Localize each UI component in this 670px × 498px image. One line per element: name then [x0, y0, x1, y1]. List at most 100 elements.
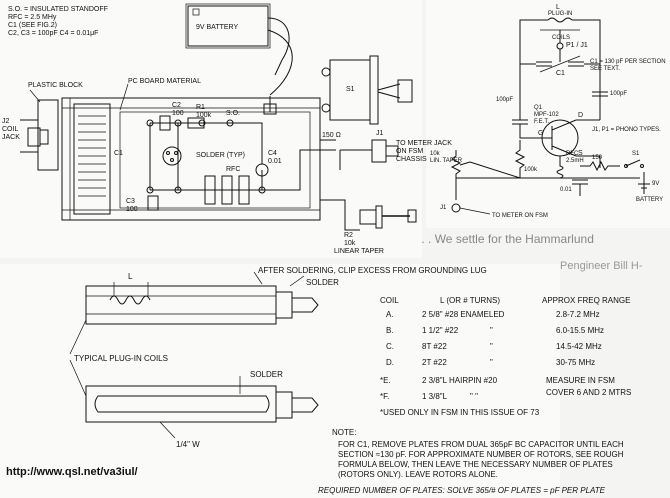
cap001-label: 0.01	[560, 187, 572, 193]
meter-jack-label-2: ON FSM	[396, 148, 424, 155]
rfc-label: RFC	[226, 166, 241, 173]
fet-q1	[162, 146, 182, 166]
row-b-freq: 6.0-15.5 MHz	[556, 326, 605, 335]
pot-label-1: 10k	[430, 151, 440, 157]
p1j1-label: P1 / J1	[566, 42, 588, 49]
row-e-coil: *E.	[380, 376, 391, 385]
table-header-turns: L (OR # TURNS)	[440, 296, 501, 305]
dim-l-label: L	[128, 272, 133, 281]
quarter-width-label: 1/4" W	[176, 440, 200, 449]
battery-body	[187, 5, 269, 47]
q1-label-3: F.E.T.	[534, 119, 550, 125]
r100k-label: 100k	[524, 167, 538, 173]
meter-jack-label-3: CHASSIS	[396, 156, 427, 163]
row-f-ditto: " "	[470, 392, 478, 401]
q1-label-1: Q1	[534, 105, 543, 111]
note-line-3: FORMULA BELOW, THEN LEAVE THE NECESSARY …	[338, 460, 613, 469]
plastic-block-label: PLASTIC BLOCK	[28, 82, 83, 89]
q1-label-2: MPF-102	[534, 112, 559, 118]
row-a-turns: 2 5/8" #28 ENAMELED	[422, 310, 505, 319]
solder-typ-label: SOLDER (TYP)	[196, 152, 246, 159]
note-line-2: SECTION ≈130 pF. FOR APPROXIMATE NUMBER …	[338, 450, 624, 459]
coil-jack	[27, 127, 41, 147]
capacitor-c3	[147, 195, 159, 211]
coil-jack-label-3: JACK	[2, 134, 20, 141]
row-c-coil: C.	[386, 342, 394, 351]
row-f-turns: 1 3/8"L	[422, 392, 448, 401]
c1-label: C1	[114, 150, 123, 157]
pc-board-label: PC BOARD MATERIAL	[128, 78, 201, 85]
standoff-label: S.O.	[226, 110, 241, 117]
r2-label-1: R2	[344, 232, 353, 239]
c4-label-1: C4	[268, 150, 277, 157]
rfc-sch-label-2: 2.5mH	[566, 158, 584, 164]
typical-coils-label: TYPICAL PLUG-IN COILS	[74, 354, 168, 363]
battery-sch-label-1: 9V	[652, 181, 660, 187]
row-e-turns: 2 3/8"L HAIRPIN #20	[422, 376, 498, 385]
row-f-freq: COVER 6 AND 2 MTRS	[546, 388, 632, 397]
row-d-turns: 2T #22	[422, 358, 447, 367]
row-c-turns: 8T #22	[422, 342, 447, 351]
source-url[interactable]: http://www.qsl.net/va3iul/	[6, 466, 138, 478]
solder-label-1: SOLDER	[306, 278, 339, 287]
note-line-4: (ROTORS ONLY). LEAVE ROTORS ALONE.	[338, 470, 498, 479]
c2-label-2: 100	[172, 110, 184, 117]
rfc-sch-label-1: RFC	[566, 151, 579, 157]
legend-line-3: C1 (SEE FIG.2)	[8, 22, 58, 29]
plastic-block	[37, 99, 59, 171]
plugin-label-1: PLUG-IN	[548, 11, 573, 17]
row-d-freq: 30-75 MHz	[556, 358, 596, 367]
potentiometer-r2	[359, 209, 377, 225]
j1-label: J1	[376, 130, 384, 137]
cap-left-label: 100pF	[496, 97, 514, 103]
rfc-coil	[195, 175, 262, 205]
s1-label: S1	[346, 86, 355, 93]
formula-line: REQUIRED NUMBER OF PLATES: SOLVE 365/# O…	[318, 486, 605, 495]
coil-jack-label-2: COIL	[2, 126, 19, 133]
gate-label: G	[538, 130, 544, 137]
pc-board	[119, 111, 311, 209]
c3-label-1: C3	[126, 198, 135, 205]
r2-label-2: 10k	[344, 240, 356, 247]
plugin-label-2: COILS	[552, 35, 571, 41]
c4-label-2: 0.01	[268, 158, 282, 165]
jack-j1	[371, 139, 387, 163]
drain-label: D	[578, 112, 584, 119]
r1-label-1: R1	[196, 104, 205, 111]
battery-sch-label-2: BATTERY	[636, 197, 664, 203]
c3-label-2: 100	[126, 206, 138, 213]
coil-l-label: L	[556, 4, 560, 11]
j1-sch-label: J1	[440, 205, 447, 211]
c2-label-1: C2	[172, 102, 181, 109]
coil-drawing-b	[85, 376, 319, 439]
legend-line-2: RFC = 2.5 MHy	[8, 14, 57, 21]
r1-label-2: 100k	[196, 112, 212, 119]
row-a-freq: 2.8-7.2 MHz	[556, 310, 600, 319]
meter-sch-label: TO METER ON FSM	[492, 213, 548, 219]
meter-jack-label-1: TO METER JACK	[396, 140, 452, 147]
coil-jack-label-1: J2	[2, 118, 10, 125]
chassis-outline	[61, 97, 321, 221]
pot-label-2: LIN. TAPER	[430, 158, 463, 164]
row-b-turns: 1 1/2" #22	[422, 326, 459, 335]
row-b-coil: B.	[386, 326, 394, 335]
source-label: S	[578, 150, 583, 157]
battery-label: 9V BATTERY	[196, 24, 239, 31]
schematic-panel	[426, 0, 670, 228]
note-line-1: FOR C1, REMOVE PLATES FROM DUAL 365pF BC…	[338, 440, 624, 449]
variable-capacitor-c1	[73, 103, 111, 215]
phono-label: J1, P1 = PHONO TYPES.	[592, 127, 661, 133]
row-e-freq: MEASURE IN FSM	[546, 376, 615, 385]
coil-panel	[0, 264, 560, 498]
row-d-ditto: "	[490, 358, 493, 367]
s1-sch-label: S1	[632, 151, 640, 157]
r150-label: 150 Ω	[322, 132, 341, 139]
background-text-2: Pengineer Bill H-	[560, 260, 643, 272]
row-a-coil: A.	[386, 310, 394, 319]
table-footnote: *USED ONLY IN FSM IN THIS ISSUE OF 73	[380, 408, 540, 417]
legend-line-4: C2, C3 = 100pF C4 = 0.01μF	[8, 30, 99, 37]
r2-label-3: LINEAR TAPER	[334, 248, 384, 255]
row-d-coil: D.	[386, 358, 394, 367]
